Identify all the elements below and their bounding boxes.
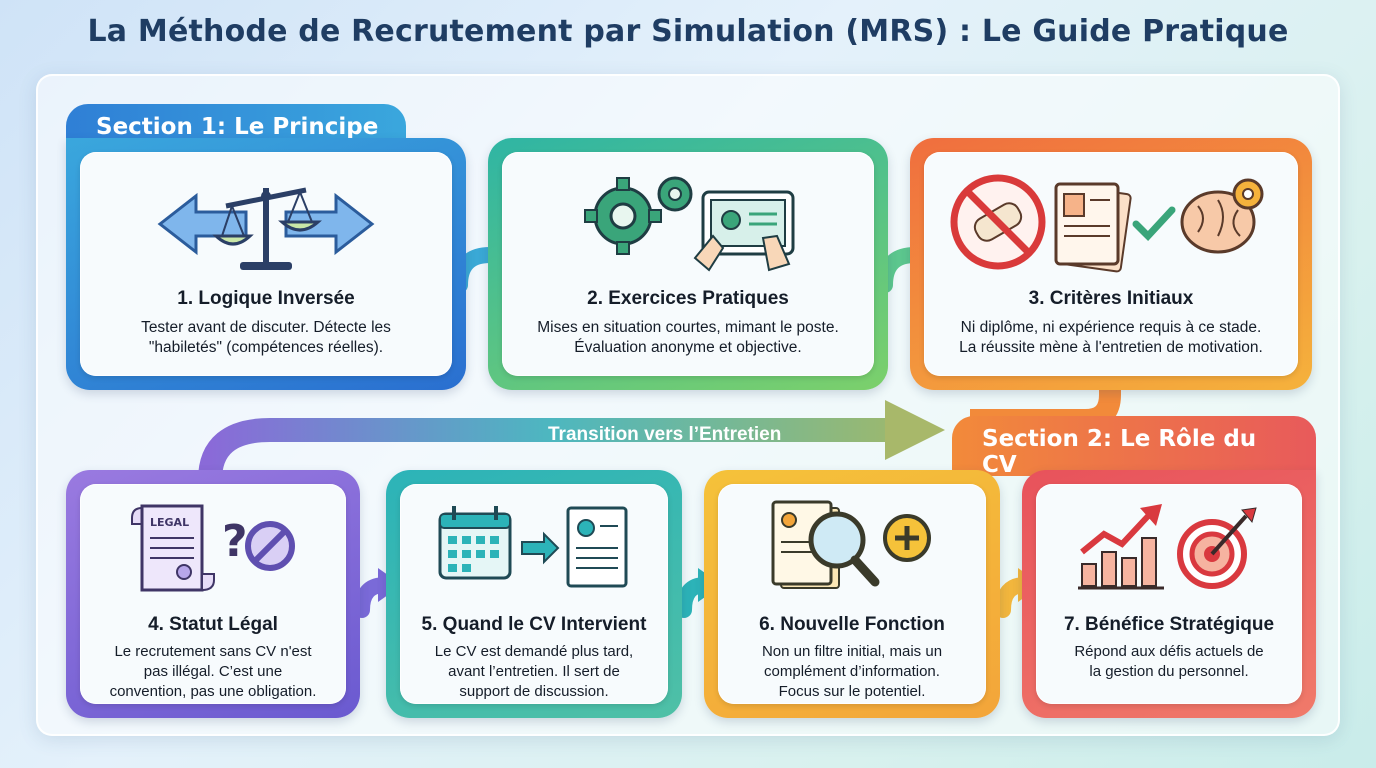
card-4-line: convention, pas une obligation.: [109, 683, 317, 700]
card-6-line: Non un filtre initial, mais un: [761, 643, 943, 660]
card-4: LEGAL ? 4. Statut Légal Le recrutement s…: [80, 484, 346, 704]
card-4-frame: LEGAL ? 4. Statut Légal Le recrutement s…: [66, 470, 360, 718]
legal-scroll-icon: LEGAL ?: [80, 496, 346, 606]
card-4-line: pas illégal. C’est une: [143, 663, 283, 680]
svg-text:?: ?: [222, 516, 248, 567]
card-7-title: 7. Bénéfice Stratégique: [1063, 614, 1275, 635]
card-5-line: avant l’entretien. Il sert de: [448, 663, 620, 680]
transition-band: [198, 418, 902, 492]
card-5-line: support de discussion.: [459, 683, 609, 700]
card-6-frame: 6. Nouvelle Fonction Non un filtre initi…: [704, 470, 1000, 718]
card-2-frame: 2. Exercices Pratiques Mises en situatio…: [488, 138, 888, 390]
no-diploma-brain-icon: [924, 166, 1298, 276]
section-1-label: Section 1: Le Principe: [96, 114, 379, 140]
card-1-title: 1. Logique Inversée: [177, 288, 355, 309]
card-2-title: 2. Exercices Pratiques: [587, 288, 789, 309]
card-3-frame: 3. Critères Initiaux Ni diplôme, ni expé…: [910, 138, 1312, 390]
card-2: 2. Exercices Pratiques Mises en situatio…: [502, 152, 874, 376]
card-7-line: Répond aux défis actuels de: [1074, 643, 1264, 660]
card-2-line: Mises en situation courtes, mimant le po…: [537, 319, 839, 336]
magnifier-documents-icon: [718, 496, 986, 606]
card-2-line: Évaluation anonyme et objective.: [574, 339, 802, 356]
page-title: La Méthode de Recrutement par Simulation…: [87, 14, 1289, 49]
card-4-title: 4. Statut Légal: [148, 614, 278, 635]
card-1-line: Tester avant de discuter. Détecte les: [141, 319, 391, 336]
card-3-title: 3. Critères Initiaux: [1028, 288, 1194, 309]
transition-label: Transition vers l’Entretien: [548, 424, 782, 445]
card-5-text: Le CV est demandé plus tard, avant l’ent…: [406, 642, 662, 702]
card-6-line: Focus sur le potentiel.: [778, 683, 926, 700]
section-2-tab: Section 2: Le Rôle du CV: [952, 416, 1316, 478]
card-6: 6. Nouvelle Fonction Non un filtre initi…: [718, 484, 986, 704]
card-1-line: "habiletés" (compétences réelles).: [148, 339, 384, 356]
card-5-title: 5. Quand le CV Intervient: [421, 614, 647, 635]
card-7-frame: 7. Bénéfice Stratégique Répond aux défis…: [1022, 470, 1316, 718]
card-5-frame: 5. Quand le CV Intervient Le CV est dema…: [386, 470, 682, 718]
card-4-text: Le recrutement sans CV n'est pas illégal…: [86, 642, 340, 702]
svg-text:LEGAL: LEGAL: [150, 516, 189, 529]
card-1: 1. Logique Inversée Tester avant de disc…: [80, 152, 452, 376]
transition-arrow-head: [885, 400, 945, 460]
card-6-text: Non un filtre initial, mais un complémen…: [724, 642, 980, 702]
card-6-title: 6. Nouvelle Fonction: [759, 614, 945, 635]
card-7-text: Répond aux défis actuels de la gestion d…: [1042, 642, 1296, 682]
card-7: 7. Bénéfice Stratégique Répond aux défis…: [1036, 484, 1302, 704]
card-3: 3. Critères Initiaux Ni diplôme, ni expé…: [924, 152, 1298, 376]
card-6-line: complément d’information.: [764, 663, 940, 680]
card-7-line: la gestion du personnel.: [1089, 663, 1249, 680]
balance-arrows-icon: [80, 166, 452, 276]
card-2-text: Mises en situation courtes, mimant le po…: [508, 318, 868, 358]
calendar-cv-icon: [400, 498, 668, 608]
card-1-frame: 1. Logique Inversée Tester avant de disc…: [66, 138, 466, 390]
card-5-line: Le CV est demandé plus tard,: [434, 643, 634, 660]
card-1-text: Tester avant de discuter. Détecte les "h…: [86, 318, 446, 358]
card-4-line: Le recrutement sans CV n'est: [114, 643, 312, 660]
card-3-text: Ni diplôme, ni expérience requis à ce st…: [930, 318, 1292, 358]
card-5: 5. Quand le CV Intervient Le CV est dema…: [400, 484, 668, 704]
gears-tablet-icon: [502, 166, 874, 276]
card-3-line: La réussite mène à l'entretien de motiva…: [959, 339, 1263, 356]
growth-target-icon: [1036, 498, 1302, 608]
card-3-line: Ni diplôme, ni expérience requis à ce st…: [960, 319, 1262, 336]
